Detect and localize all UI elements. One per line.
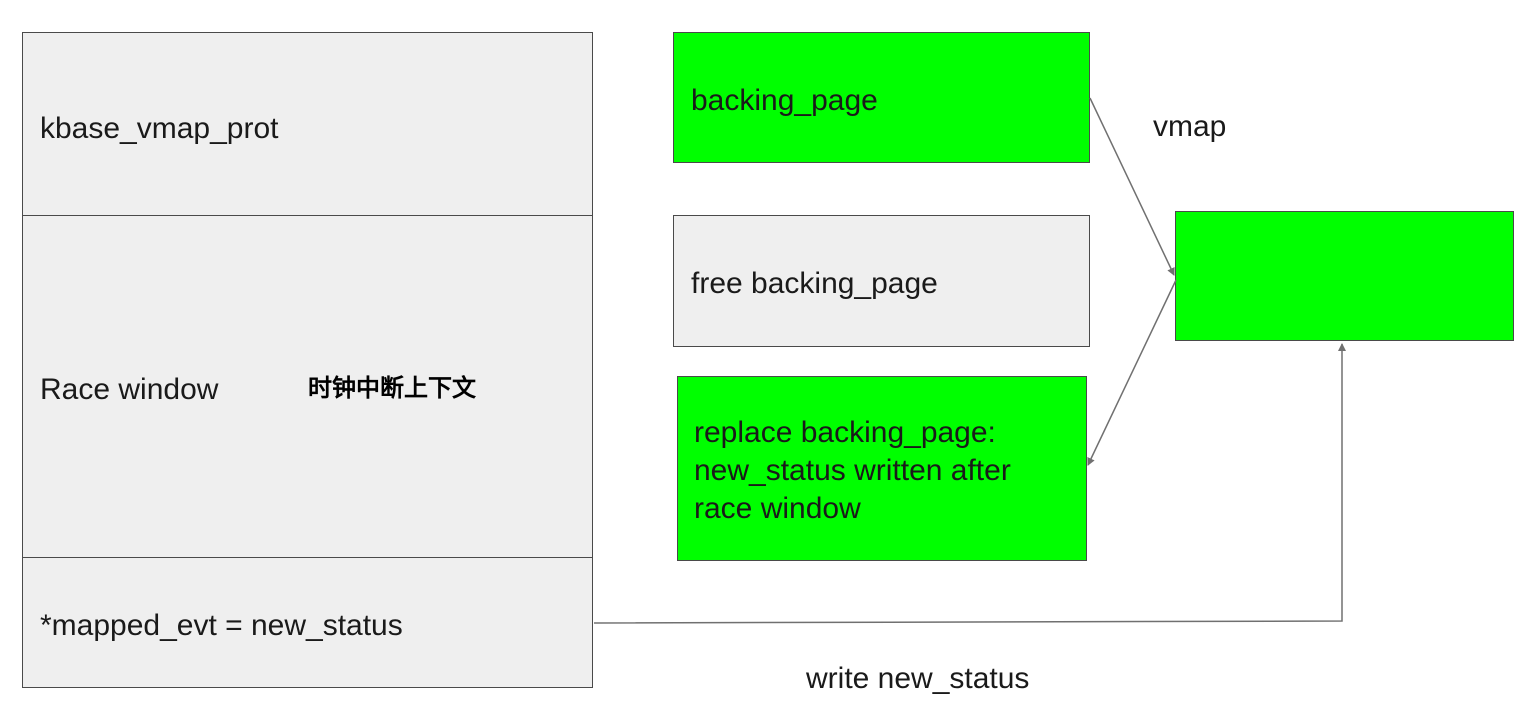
kbase-vmap-prot-box [22, 32, 593, 217]
vmap-label: vmap [1153, 110, 1227, 143]
mapped-evt-box [22, 557, 593, 688]
kbase-vmap-prot-label: kbase_vmap_prot [40, 112, 279, 145]
vmap-target-box [1175, 211, 1514, 341]
replace-backing-page-line-3: race window [694, 492, 861, 525]
replace-backing-page-box [677, 376, 1087, 561]
replace-backing-page-line-1: replace backing_page: [694, 416, 996, 449]
replace-backing-page-line-2: new_status written after [694, 454, 1011, 487]
mapped-evt-label: *mapped_evt = new_status [40, 609, 403, 642]
free-backing-page-box [673, 215, 1090, 347]
backing-page-label: backing_page [691, 84, 878, 117]
vmap-arrow-from-backing-page [1089, 97, 1175, 276]
race-window-label: Race window [40, 373, 219, 406]
clock-interrupt-context-annotation: 时钟中断上下文 [308, 374, 476, 402]
write-new-status-arrow [593, 343, 1346, 624]
backing-page-box [673, 32, 1090, 163]
vmap-arrow-to-replace-box [1087, 279, 1177, 466]
write-new-status-label: write new_status [806, 662, 1030, 695]
free-backing-page-label: free backing_page [691, 267, 938, 300]
